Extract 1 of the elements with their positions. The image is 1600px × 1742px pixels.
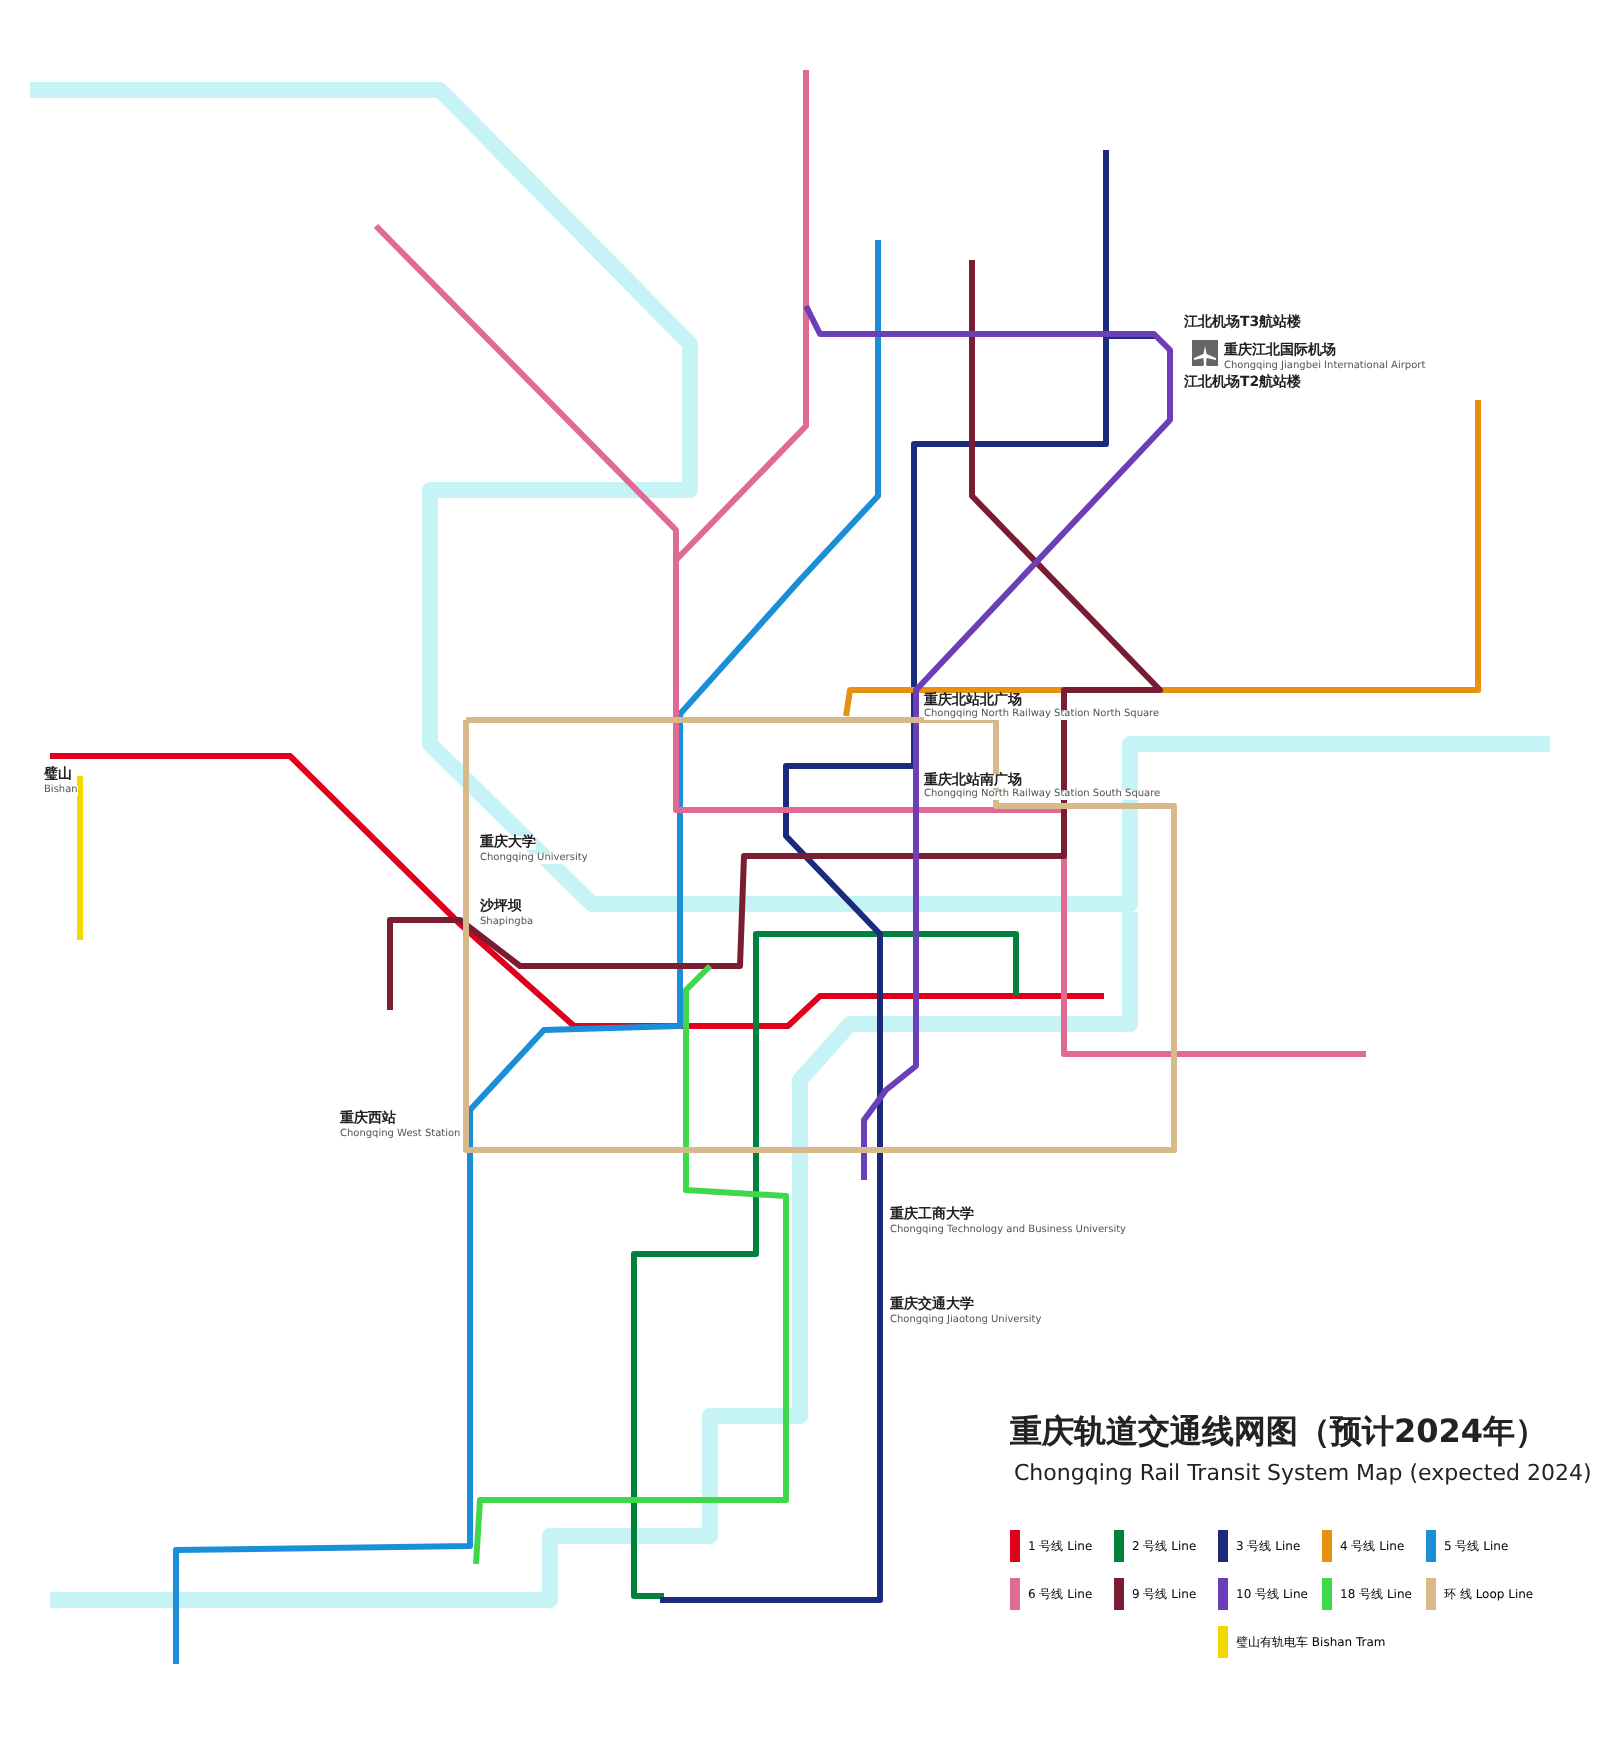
- map-subtitle: Chongqing Rail Transit System Map (expected 2024): [1014, 1462, 1592, 1484]
